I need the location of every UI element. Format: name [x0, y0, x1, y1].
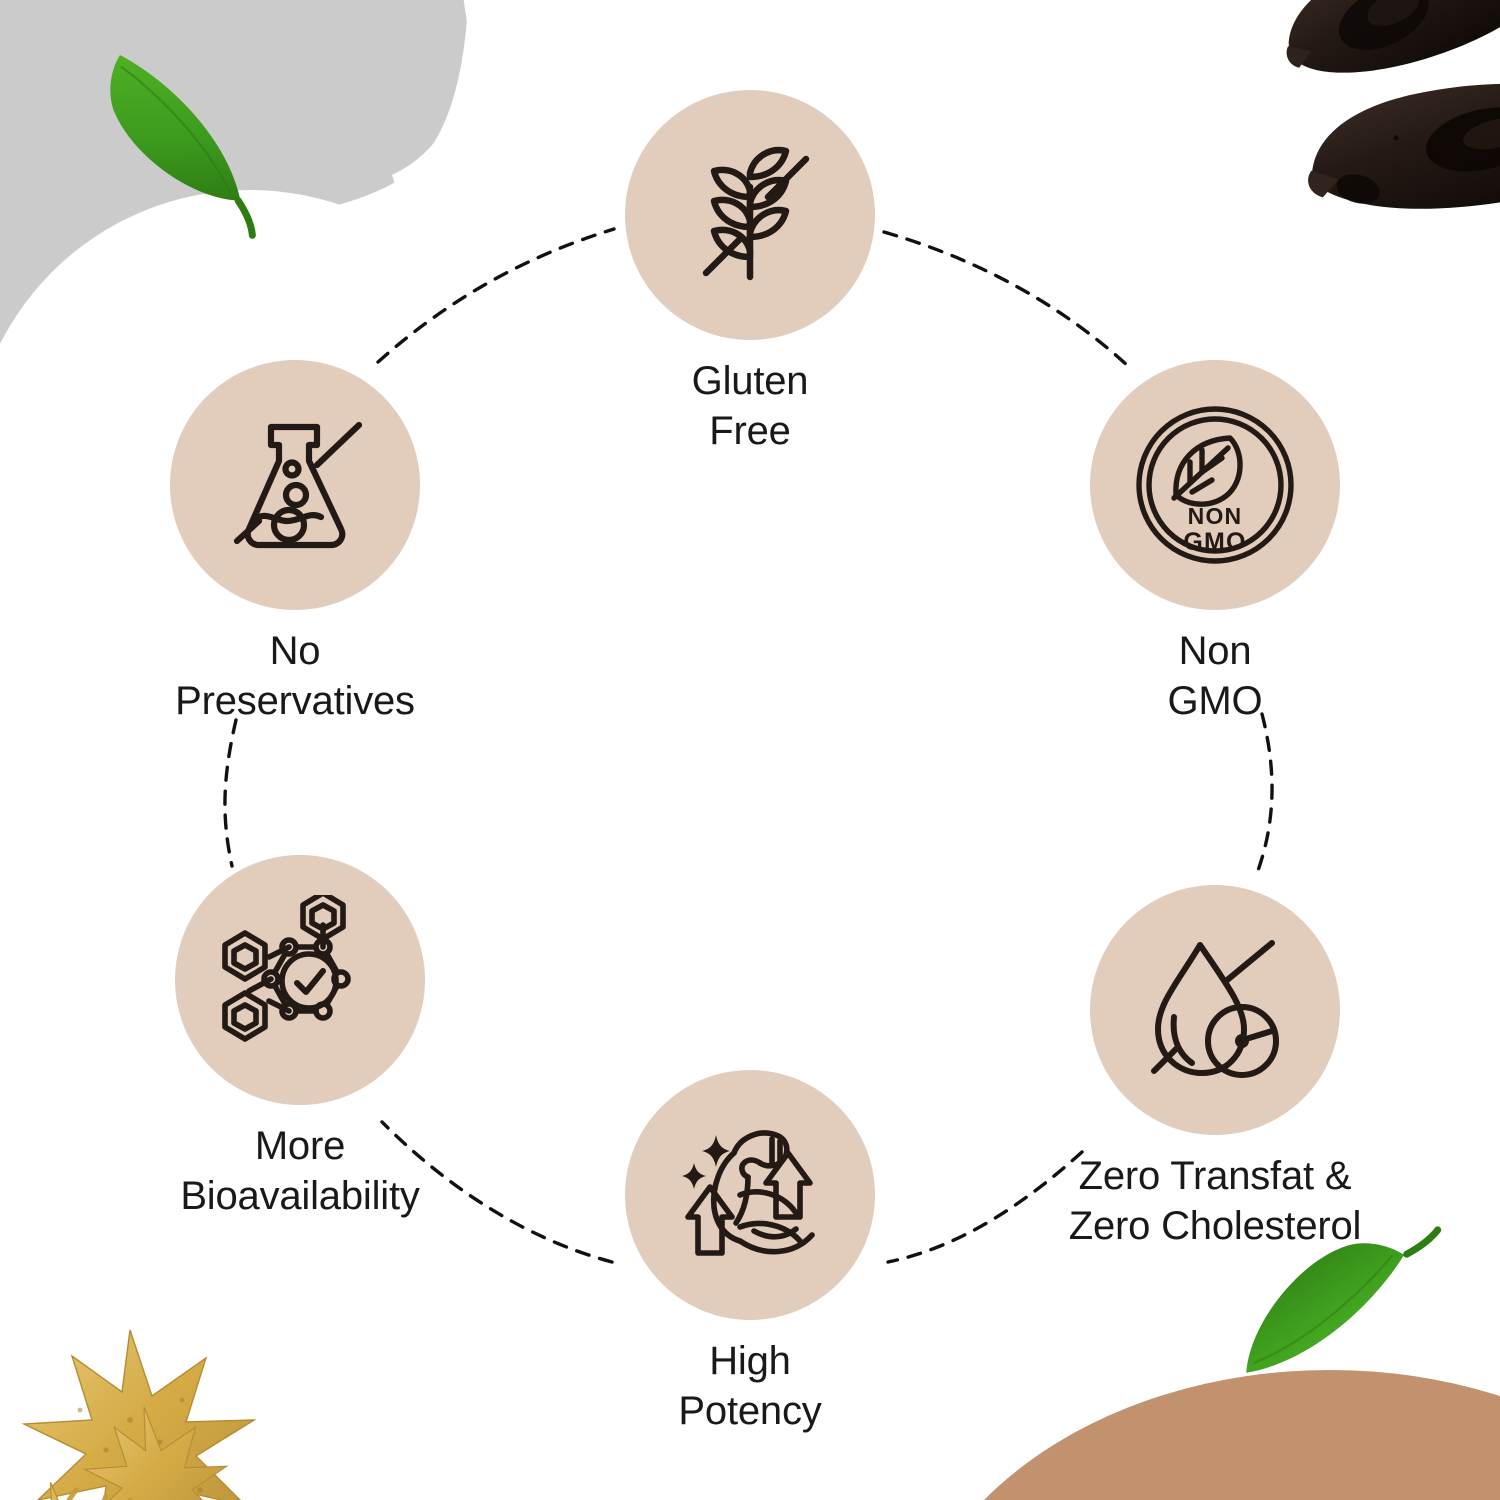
badge-zero-transfat-cholesterol[interactable]: Zero Transfat & Zero Cholesterol [935, 885, 1495, 1252]
no-preservatives-disc [170, 360, 420, 610]
badge-gluten-free[interactable]: Gluten Free [535, 90, 965, 457]
outer-hexagon-top [300, 895, 346, 942]
connector-more-bioavailability-to-no-preservatives [223, 718, 238, 868]
droplet-gauge-crossed-icon [1151, 940, 1279, 1078]
non-gmo-caption: Non GMO [1167, 629, 1263, 724]
gluten-free-disc [625, 90, 875, 340]
bubble-medium [282, 481, 309, 508]
badge-no-preservatives[interactable]: No Preservatives [15, 360, 575, 727]
slash-lower [702, 235, 744, 277]
leaf-shape [1173, 435, 1243, 507]
badge-high-potency[interactable]: High Potency [535, 1070, 965, 1437]
top-right-dried-pods [1286, 0, 1500, 209]
no-preservatives-caption: No Preservatives [175, 629, 415, 724]
badge-non-gmo[interactable]: NON GMO Non GMO [1000, 360, 1430, 727]
outer-hexagon-left-lower [222, 990, 268, 1042]
non-gmo-seal-icon: NON GMO [1136, 406, 1294, 564]
more-bioavailability-disc [175, 855, 425, 1105]
connector-non-gmo-to-zero-transfat [1254, 712, 1274, 878]
leaf-vein-4 [1189, 477, 1215, 495]
gluten-free-caption: Gluten Free [691, 359, 809, 454]
upper-arm [710, 1149, 743, 1244]
outer-hexagon-left-upper [222, 930, 268, 982]
fist-top [730, 1129, 790, 1169]
bottom-right-tan-blob [984, 1370, 1500, 1500]
bicep-top [736, 1188, 799, 1216]
sparkle-small [681, 1162, 706, 1189]
non-gmo-disc: NON GMO [1090, 360, 1340, 610]
bicep-bottom [736, 1220, 803, 1244]
gauge-circle [1205, 1004, 1279, 1078]
sparkle-small-a [708, 1167, 716, 1175]
slash-upper [764, 155, 810, 201]
more-bioavailability-caption: More Bioavailability [180, 1124, 420, 1219]
knuckles [768, 1135, 783, 1166]
bond-left-lower [246, 976, 274, 994]
bottom-left-dried-flowers [21, 1329, 257, 1500]
molecule-check-icon [222, 895, 351, 1042]
thumb [738, 1156, 763, 1180]
bond-left-upper [266, 944, 292, 960]
high-potency-disc [625, 1070, 875, 1320]
non-gmo-text: NON GMO [1183, 503, 1246, 556]
muscle-line [750, 1225, 799, 1240]
flask-bubbles-crossed-icon [233, 421, 362, 548]
check-mark [294, 968, 326, 995]
arm-lower-curve [736, 1231, 815, 1254]
check-circle [279, 951, 339, 1011]
slash-upper [1223, 940, 1275, 984]
bubble-large [270, 506, 307, 543]
zero-transfat-disc [1090, 885, 1340, 1135]
badge-more-bioavailability[interactable]: More Bioavailability [20, 855, 580, 1222]
slash-lower [1151, 1046, 1179, 1074]
forearm-inner [732, 1173, 751, 1226]
zero-transfat-caption: Zero Transfat & Zero Cholesterol [1068, 1154, 1362, 1249]
gauge-needle [1243, 1028, 1275, 1042]
arrow-up-right [762, 1149, 813, 1220]
sparkle-large [701, 1134, 730, 1167]
svg-text:GMO: GMO [1183, 528, 1246, 556]
flexed-arm-arrows-icon [681, 1129, 815, 1256]
bond-left-bottom [266, 998, 292, 1014]
slash-upper [313, 421, 362, 468]
wheat-stalk-crossed-icon [702, 146, 810, 281]
liquid-surface [251, 511, 324, 524]
svg-text:NON: NON [1188, 503, 1243, 529]
leaf-vein-3 [1199, 455, 1225, 475]
droplet-shine [1170, 1014, 1195, 1066]
arrow-up-left [684, 1183, 735, 1256]
high-potency-caption: High Potency [678, 1339, 822, 1434]
top-left-green-leaf [110, 55, 256, 239]
bubble-small [281, 458, 302, 479]
